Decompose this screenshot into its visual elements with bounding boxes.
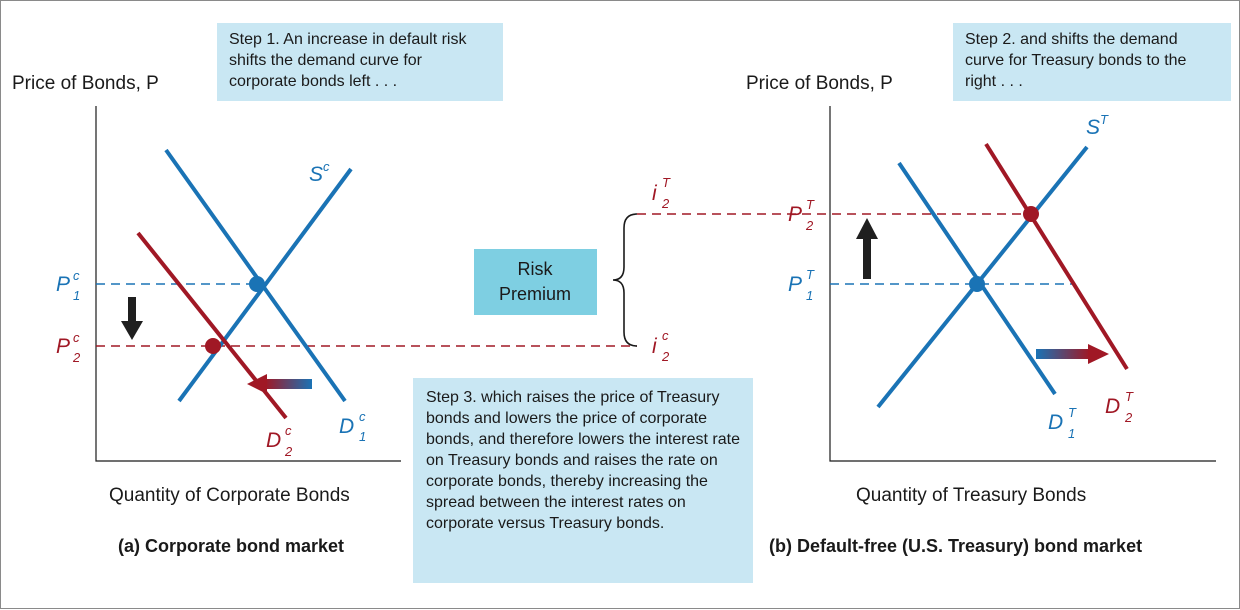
svg-text:T: T	[806, 267, 815, 282]
left-supply-curve	[177, 167, 353, 403]
left-caption: (a) Corporate bond market	[118, 536, 344, 556]
svg-text:c: c	[73, 330, 80, 345]
svg-text:1: 1	[806, 288, 813, 303]
step1-note: Step 1. An increase in default risk shif…	[217, 23, 503, 101]
svg-text:2: 2	[1124, 410, 1133, 425]
svg-text:D: D	[266, 429, 281, 452]
left-x-axis-title: Quantity of Corporate Bonds	[109, 485, 350, 506]
right-demand2-curve	[984, 142, 1129, 371]
left-demand2-label: D c 2	[266, 423, 293, 459]
step2-note: Step 2. and shifts the demand curve for …	[953, 23, 1231, 101]
svg-text:2: 2	[805, 218, 814, 233]
step3-note: Step 3. which raises the price of Treasu…	[413, 378, 753, 583]
right-demand1-label: D T 1	[1048, 405, 1077, 441]
svg-text:2: 2	[661, 196, 670, 211]
svg-text:2: 2	[284, 444, 293, 459]
left-shift-arrow-icon	[247, 374, 312, 394]
risk-premium-line2: Premium	[499, 284, 571, 304]
svg-text:P: P	[56, 335, 70, 358]
right-demand2-label: D T 2	[1105, 389, 1134, 425]
svg-text:2: 2	[661, 349, 670, 364]
right-up-arrow-icon	[856, 218, 878, 279]
svg-text:P: P	[56, 273, 70, 296]
right-axes	[829, 106, 1216, 462]
svg-text:2: 2	[72, 350, 81, 365]
corporate-rate-label: i c 2	[652, 328, 670, 364]
right-p1-label: P T 1	[788, 267, 815, 303]
right-y-axis-title: Price of Bonds, P	[746, 73, 893, 94]
left-equilibrium-2	[205, 338, 221, 354]
svg-text:T: T	[806, 197, 815, 212]
svg-text:c: c	[285, 423, 292, 438]
left-supply-label: Sc	[309, 159, 330, 186]
svg-text:D: D	[1048, 411, 1063, 434]
svg-text:P: P	[788, 273, 802, 296]
svg-text:T: T	[662, 175, 671, 190]
svg-text:1: 1	[359, 429, 366, 444]
right-shift-arrow-icon	[1036, 344, 1109, 364]
risk-premium-line1: Risk	[518, 259, 554, 279]
right-supply-curve	[876, 145, 1089, 409]
right-p2-label: P T 2	[788, 197, 815, 233]
svg-text:c: c	[73, 268, 80, 283]
svg-text:T: T	[1068, 405, 1077, 420]
svg-text:c: c	[662, 328, 669, 343]
right-equilibrium-1	[969, 276, 985, 292]
svg-text:i: i	[652, 182, 658, 205]
svg-text:1: 1	[1068, 426, 1075, 441]
right-caption: (b) Default-free (U.S. Treasury) bond ma…	[769, 536, 1142, 556]
right-equilibrium-2	[1023, 206, 1039, 222]
left-demand1-curve	[164, 148, 347, 403]
risk-premium-box	[474, 249, 597, 315]
left-axes	[95, 106, 401, 462]
svg-text:c: c	[359, 409, 366, 424]
svg-text:D: D	[1105, 395, 1120, 418]
left-down-arrow-icon	[121, 297, 143, 340]
svg-text:T: T	[1125, 389, 1134, 404]
treasury-rate-label: i T 2	[652, 175, 671, 211]
svg-text:i: i	[652, 335, 658, 358]
svg-text:P: P	[788, 203, 802, 226]
left-p2-label: P c 2	[56, 330, 81, 365]
right-x-axis-title: Quantity of Treasury Bonds	[856, 485, 1086, 506]
left-p1-label: P c 1	[56, 268, 80, 303]
risk-premium-brace	[612, 213, 638, 347]
right-supply-label: ST	[1086, 112, 1109, 139]
left-equilibrium-1	[249, 276, 265, 292]
svg-text:1: 1	[73, 288, 80, 303]
left-demand1-label: D c 1	[339, 409, 366, 444]
svg-text:D: D	[339, 415, 354, 438]
left-y-axis-title: Price of Bonds, P	[12, 73, 159, 94]
